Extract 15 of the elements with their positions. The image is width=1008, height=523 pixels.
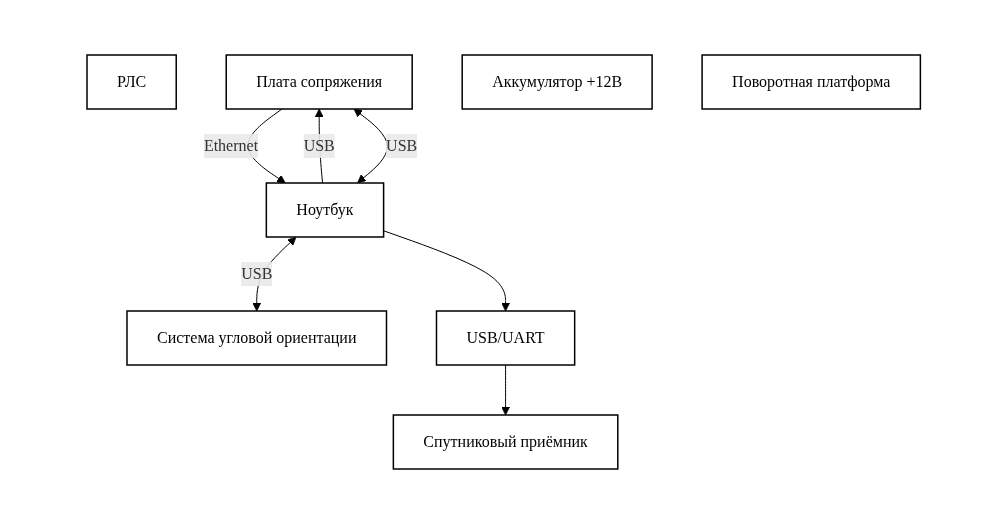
edge-label: USB xyxy=(303,136,336,154)
arrow xyxy=(383,229,511,311)
node-box: Ноутбук xyxy=(265,181,385,238)
node-box: USB/UART xyxy=(436,309,576,366)
node-box: Аккумулятор +12В xyxy=(461,53,654,110)
node-box: Поворотная платформа xyxy=(701,53,922,110)
arrow xyxy=(353,108,389,183)
node-box: РЛС xyxy=(86,53,178,110)
node-box: Система угловой ориентации xyxy=(126,309,388,366)
edge-label: USB xyxy=(386,136,418,154)
node-box: Спутниковый приёмник xyxy=(392,413,619,470)
edge-label: USB xyxy=(241,264,273,282)
arrow xyxy=(501,364,511,415)
node-box: Плата сопряжения xyxy=(225,53,414,110)
edge-label: Ethernet xyxy=(204,136,259,154)
